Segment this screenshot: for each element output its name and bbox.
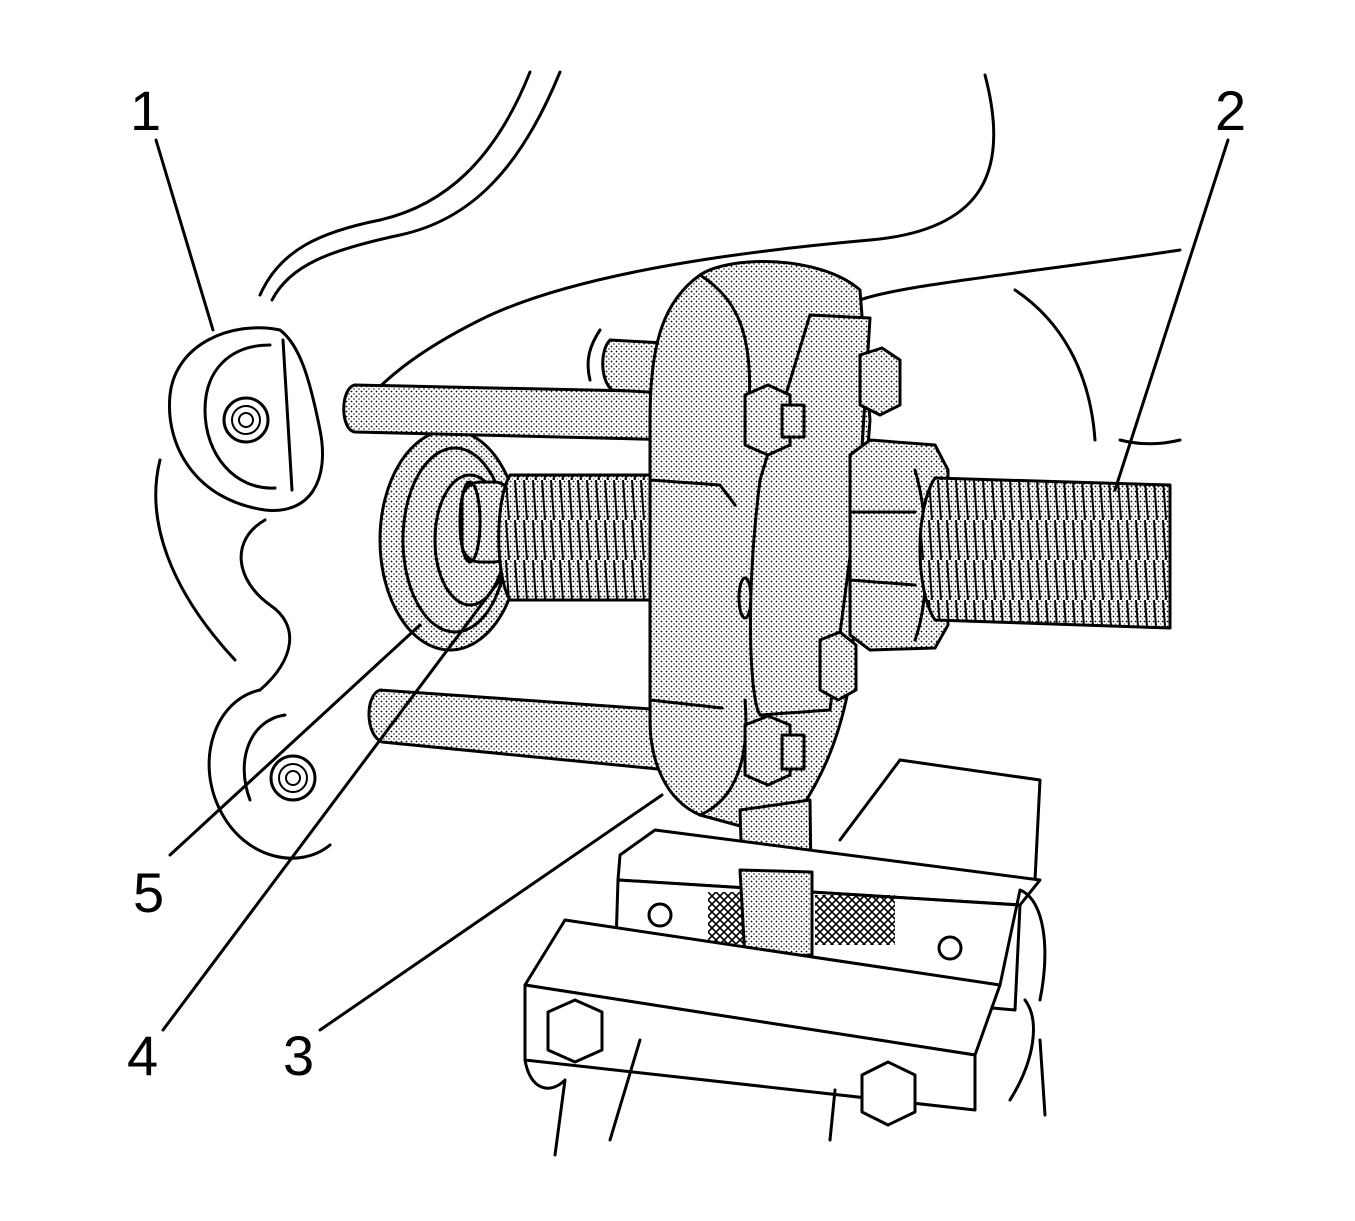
- bench-vise: [523, 758, 1047, 1157]
- leader-line-1: [154, 138, 215, 332]
- callout-labels: 1 2 3 4 5: [127, 79, 1246, 1087]
- leader-line-2: [1113, 138, 1230, 492]
- callout-5: 5: [133, 861, 164, 924]
- leader-line-4: [161, 575, 504, 1032]
- leader-lines: [154, 138, 1230, 1032]
- forcing-screw-left: [497, 473, 662, 602]
- lower-knuckle-ear: [207, 688, 332, 860]
- upper-puller-leg: [342, 338, 702, 442]
- forcing-screw-right: [918, 476, 1172, 630]
- upper-knuckle-ear: [154, 326, 325, 692]
- callout-1: 1: [130, 79, 161, 142]
- callout-3: 3: [283, 1024, 314, 1087]
- leader-line-3: [318, 793, 664, 1032]
- plate-bolts: [743, 346, 902, 787]
- steering-knuckle-outline: [258, 70, 1182, 446]
- callout-4: 4: [127, 1024, 158, 1087]
- lower-puller-leg: [367, 688, 670, 772]
- callout-2: 2: [1215, 79, 1246, 142]
- leader-line-5: [168, 623, 422, 857]
